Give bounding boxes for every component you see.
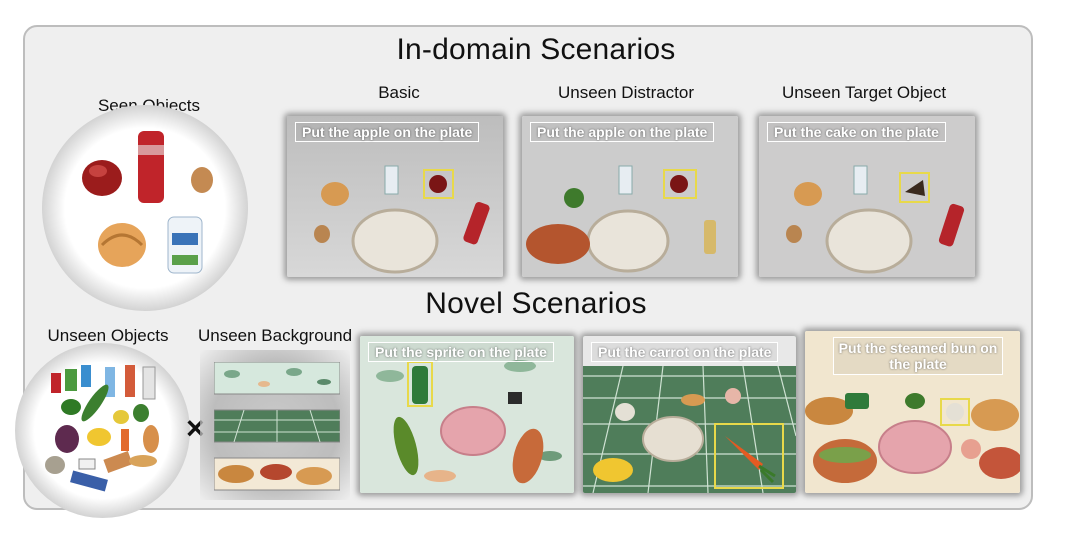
floral-background-swatch [214, 362, 340, 395]
unseen-objects-illustration [45, 365, 159, 492]
peach [725, 388, 741, 404]
caption-basic: Put the apple on the plate [295, 122, 480, 142]
bread [98, 223, 146, 267]
scene-sprite: Put the sprite on the plate [360, 336, 574, 493]
unseen-distractor-label: Unseen Distractor [557, 83, 695, 102]
food-background-swatch [214, 457, 340, 491]
small-object [508, 392, 522, 404]
highlight-box [714, 423, 784, 489]
milk-box [618, 165, 633, 195]
seen-objects-circle [42, 105, 248, 311]
highlight-box [407, 361, 433, 407]
apple [82, 160, 122, 196]
highlight-box [899, 172, 930, 203]
scene-carrot: Put the carrot on the plate [583, 336, 796, 493]
hotdog [512, 428, 544, 484]
scene-basic: Put the apple on the plate [287, 116, 503, 277]
egg [314, 225, 330, 243]
highlight-box [940, 398, 970, 426]
cola-can [138, 131, 164, 203]
unseen-objects-circle [15, 343, 190, 518]
caption-carrot: Put the carrot on the plate [591, 342, 779, 362]
hotdog [526, 224, 590, 264]
caption-sprite: Put the sprite on the plate [368, 342, 554, 362]
in-domain-title: In-domain Scenarios [396, 33, 676, 66]
bun-small [615, 403, 635, 421]
scene-steamed-bun: Put the steamed bun on the plate [805, 331, 1020, 493]
peach [961, 439, 981, 459]
milk-box [853, 165, 868, 195]
cola-can [463, 201, 490, 245]
plate [825, 208, 913, 274]
plate [440, 406, 506, 456]
sprite-can [412, 366, 428, 404]
unseen-background-label: Unseen Background [197, 326, 353, 345]
plate [878, 420, 952, 474]
plate [586, 209, 670, 273]
unseen-target-label: Unseen Target Object [781, 83, 947, 102]
snack-bar [704, 220, 716, 254]
caption-bun: Put the steamed bun on the plate [833, 337, 1003, 375]
green-apple [564, 188, 584, 208]
bread [321, 182, 349, 206]
unseen-background-swatches [214, 362, 340, 491]
caption-target: Put the cake on the plate [767, 122, 946, 142]
highlight-box [663, 169, 697, 199]
cola-can [938, 203, 965, 247]
bread [794, 182, 822, 206]
plate [642, 416, 704, 462]
apple [429, 175, 447, 193]
apple [905, 393, 925, 409]
croissant [681, 394, 705, 406]
unseen-objects-label: Unseen Objects [47, 326, 169, 345]
apple [670, 175, 688, 193]
egg [786, 225, 802, 243]
milk-box [384, 165, 399, 195]
steamed-bun [946, 403, 964, 421]
novel-title: Novel Scenarios [425, 287, 647, 320]
carrot [725, 436, 763, 470]
cake [905, 180, 925, 196]
cucumber [393, 416, 419, 476]
scene-unseen-target: Put the cake on the plate [759, 116, 975, 277]
egg [191, 167, 213, 193]
mango [593, 458, 633, 482]
green-grid-background-swatch [214, 409, 340, 443]
scene-unseen-distractor: Put the apple on the plate [522, 116, 738, 277]
caption-distractor: Put the apple on the plate [530, 122, 715, 142]
seen-objects-illustration [82, 131, 213, 274]
highlight-box [423, 169, 454, 199]
plate [351, 208, 439, 274]
basic-label: Basic [378, 83, 420, 102]
green-can [845, 393, 869, 409]
